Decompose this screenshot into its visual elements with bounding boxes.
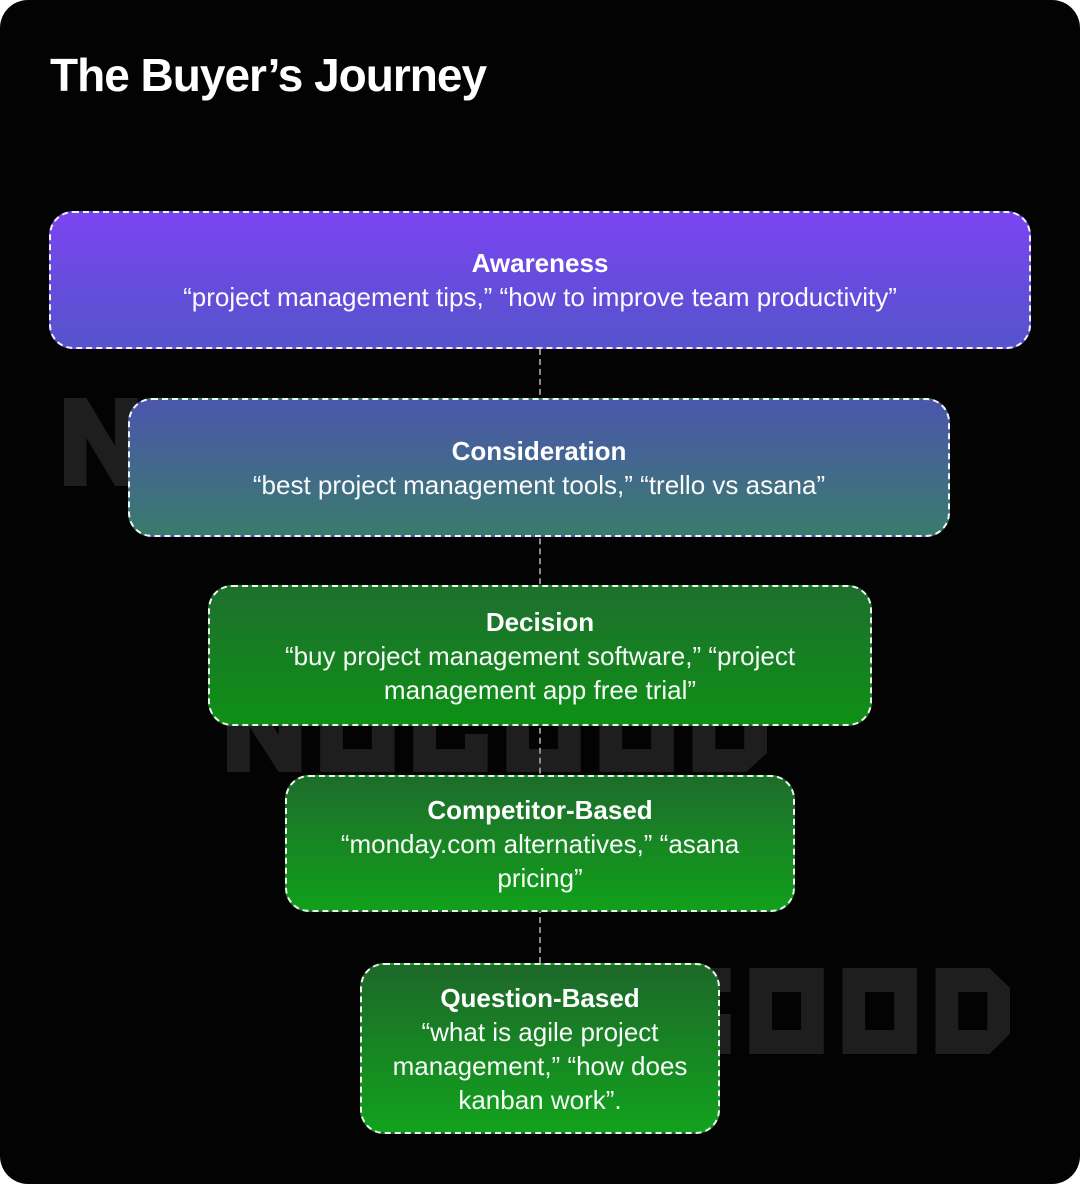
stage-competitor-based: Competitor-Based “monday.com alternative… xyxy=(285,775,795,912)
page-title: The Buyer’s Journey xyxy=(50,49,487,101)
stage-keywords: “best project management tools,” “trello… xyxy=(252,469,826,500)
stage-title: Question-Based xyxy=(440,982,640,1013)
stage-title: Awareness xyxy=(471,248,609,278)
letter-n xyxy=(64,398,138,486)
stage-decision: Decision “buy project management softwar… xyxy=(208,585,872,726)
stage-title: Decision xyxy=(485,606,595,637)
stage-keywords: “project management tips,” “how to impro… xyxy=(183,282,897,312)
stage-keywords: “monday.com alternatives,” “asana pricin… xyxy=(340,828,740,893)
stage-question-based: Question-Based “what is agile project ma… xyxy=(360,963,720,1134)
letter-o xyxy=(842,968,917,1054)
stage-awareness: Awareness “project management tips,” “ho… xyxy=(49,211,1031,349)
stage-title: Consideration xyxy=(451,435,627,466)
stage-consideration: Consideration “best project management t… xyxy=(128,398,950,537)
letter-o xyxy=(749,968,824,1054)
stage-keywords: “buy project management software,” “proj… xyxy=(284,640,796,705)
stage-keywords: “what is agile project management,” “how… xyxy=(392,1016,688,1115)
stage-title: Competitor-Based xyxy=(427,794,653,825)
letter-d xyxy=(935,968,1010,1054)
